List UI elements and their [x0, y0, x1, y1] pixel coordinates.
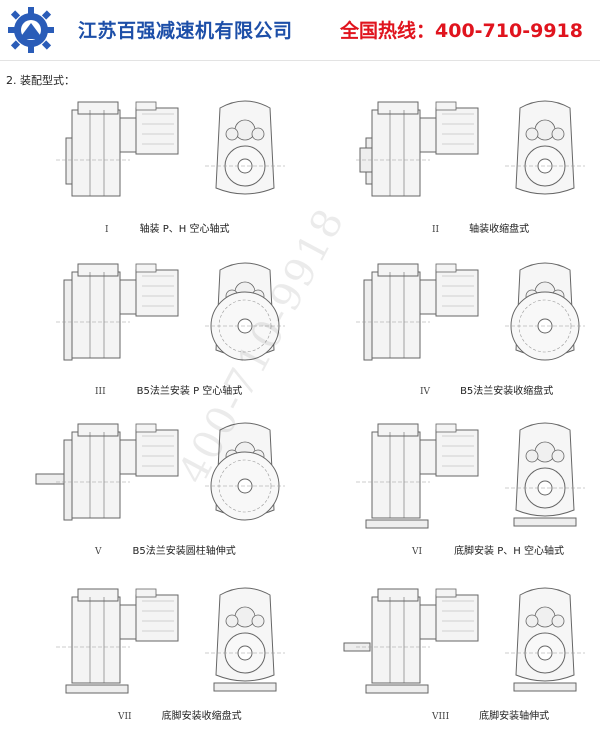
figure-caption: IV B5法兰安装收缩盘式: [420, 382, 553, 397]
figure-caption: III B5法兰安装 P 空心轴式: [95, 382, 242, 397]
figure-number: III: [95, 387, 106, 397]
assembly-figure: VIII 底脚安装轴伸式: [300, 575, 600, 735]
assembly-figure: VI 底脚安装 P、H 空心轴式: [300, 410, 600, 570]
figure-label: 底脚安装收缩盘式: [161, 711, 242, 722]
reducer-drawing: [56, 262, 285, 361]
figure-caption: VIII 底脚安装轴伸式: [432, 707, 549, 722]
assembly-figure: II 轴装收缩盘式: [300, 88, 600, 248]
figure-number: VIII: [432, 712, 450, 722]
figure-number: VI: [412, 547, 423, 557]
figure-number: II: [432, 225, 440, 235]
figure-label: 底脚安装 P、H 空心轴式: [454, 546, 564, 557]
section-title: 2. 装配型式：: [6, 74, 75, 87]
figure-caption: VII 底脚安装收缩盘式: [118, 707, 242, 722]
figure-number: V: [95, 547, 102, 557]
company-name: 江苏百强减速机有限公司: [78, 20, 293, 42]
figure-label: B5法兰安装 P 空心轴式: [136, 386, 243, 397]
figure-number: VII: [118, 712, 132, 722]
figure-label: 轴装 P、H 空心轴式: [139, 224, 230, 235]
figure-label: 轴装收缩盘式: [469, 224, 530, 235]
gear-icon: [8, 7, 54, 53]
figure-label: B5法兰安装圆柱轴伸式: [132, 546, 236, 557]
reducer-drawing: [56, 587, 285, 694]
figure-number: I: [105, 225, 109, 235]
hotline-number: 全国热线：400-710-9918: [340, 20, 583, 42]
page-header: 江苏百强减速机有限公司 全国热线：400-710-9918: [0, 0, 600, 58]
assembly-figure: I 轴装 P、H 空心轴式: [0, 88, 300, 248]
reducer-drawing: [356, 100, 585, 197]
reducer-drawing: [56, 100, 285, 197]
company-logo: [4, 5, 58, 55]
reducer-drawing: [35, 422, 285, 521]
figure-number: IV: [420, 387, 431, 397]
figure-label: B5法兰安装收缩盘式: [460, 386, 554, 397]
figure-caption: II 轴装收缩盘式: [432, 220, 529, 235]
figure-caption: VI 底脚安装 P、H 空心轴式: [412, 542, 564, 557]
assembly-figure: VII 底脚安装收缩盘式: [0, 575, 300, 735]
figure-label: 底脚安装轴伸式: [479, 711, 550, 722]
assembly-figure: III B5法兰安装 P 空心轴式: [0, 250, 300, 410]
header-divider: [0, 60, 600, 61]
assembly-figure: V B5法兰安装圆柱轴伸式: [0, 410, 300, 570]
reducer-drawing: [356, 262, 585, 361]
figure-caption: V B5法兰安装圆柱轴伸式: [95, 542, 236, 557]
reducer-drawing: [343, 587, 585, 694]
reducer-drawing: [356, 422, 585, 529]
figure-caption: I 轴装 P、H 空心轴式: [105, 220, 229, 235]
assembly-figure: IV B5法兰安装收缩盘式: [300, 250, 600, 410]
